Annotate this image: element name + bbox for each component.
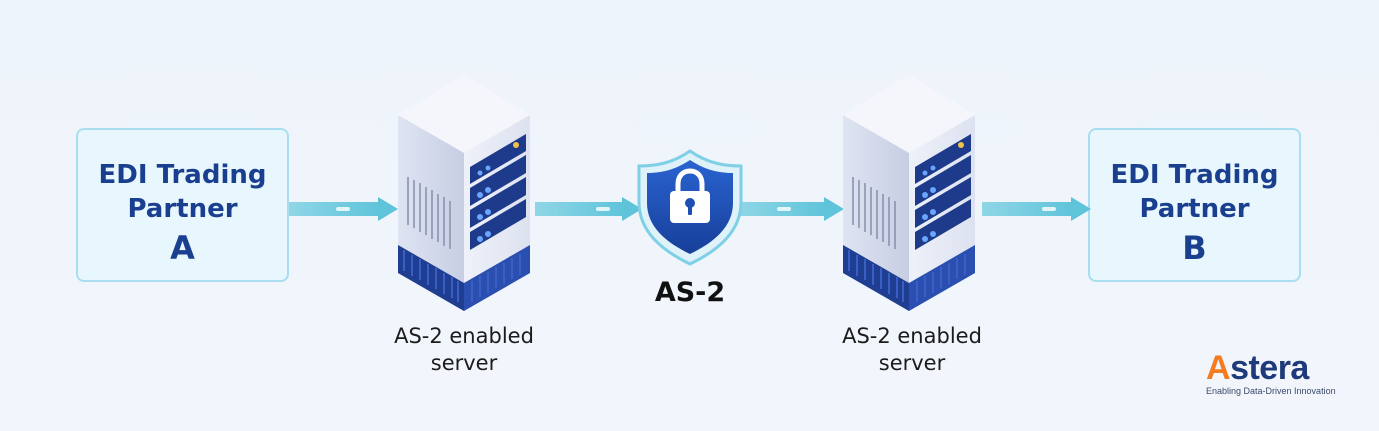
as2-label: AS-2 xyxy=(654,277,726,308)
logo-wordmark-accent: A xyxy=(1206,349,1231,387)
partner-b-box: EDI Trading Partner B xyxy=(1088,128,1301,282)
partner-a-title: EDI Trading Partner xyxy=(98,160,267,224)
arrow-shield-to-server-2 xyxy=(739,197,844,221)
logo-wordmark-rest: stera xyxy=(1230,349,1309,387)
partner-a-box: EDI Trading Partner A xyxy=(76,128,289,282)
partner-a-letter: A xyxy=(170,229,195,267)
arrow-server-1-to-shield xyxy=(535,197,642,221)
partner-b-letter: B xyxy=(1182,229,1207,267)
arrow-partner-a-to-server-1 xyxy=(289,197,398,221)
shield-lock-icon xyxy=(637,149,743,266)
astera-logo: Astera Enabling Data-Driven Innovation xyxy=(1206,350,1341,396)
logo-wordmark: Astera xyxy=(1206,350,1341,386)
server-2-caption: AS-2 enabled server xyxy=(842,324,982,375)
logo-tagline: Enabling Data-Driven Innovation xyxy=(1206,386,1336,396)
arrow-server-2-to-partner-b xyxy=(982,197,1091,221)
server-1-caption: AS-2 enabled server xyxy=(394,324,534,375)
partner-b-title: EDI Trading Partner xyxy=(1110,160,1279,224)
server-2-icon xyxy=(843,75,975,311)
server-1-icon xyxy=(398,75,530,311)
